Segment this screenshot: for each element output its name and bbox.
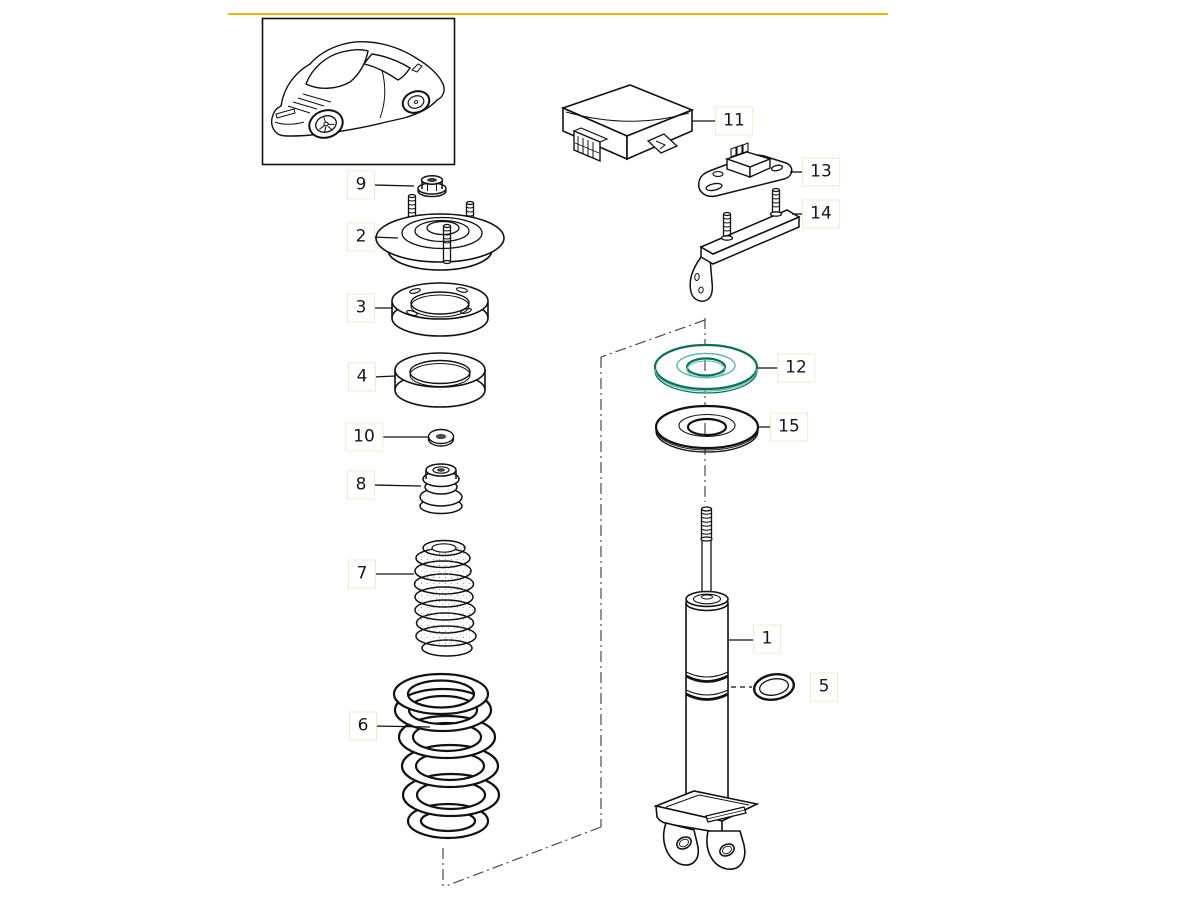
callout-label-4[interactable]: 4 [348, 362, 376, 392]
callout-label-13[interactable]: 13 [802, 157, 840, 187]
callout-label-10[interactable]: 10 [345, 422, 383, 452]
strut-mount-drawing[interactable] [375, 193, 505, 271]
sensor-drawing[interactable] [697, 142, 793, 198]
o-ring-drawing[interactable] [752, 671, 796, 703]
shock-absorber-drawing[interactable] [653, 506, 760, 870]
control-unit-drawing[interactable] [560, 84, 695, 163]
vehicle-thumbnail [261, 17, 456, 166]
callout-label-12[interactable]: 12 [777, 353, 815, 383]
bellows-drawing[interactable] [413, 539, 477, 657]
callout-label-5[interactable]: 5 [810, 672, 838, 702]
bump-stop-drawing[interactable] [419, 463, 463, 515]
callout-label-11[interactable]: 11 [715, 106, 753, 136]
callout-label-6[interactable]: 6 [349, 711, 377, 741]
callout-label-7[interactable]: 7 [348, 559, 376, 589]
callout-label-2[interactable]: 2 [347, 222, 375, 252]
spacer-ring-drawing[interactable] [391, 282, 489, 337]
leader-lines [371, 120, 806, 728]
callout-label-14[interactable]: 14 [802, 199, 840, 229]
rubber-ring-drawing[interactable] [394, 352, 486, 408]
callout-label-8[interactable]: 8 [347, 470, 375, 500]
callout-label-1[interactable]: 1 [753, 624, 781, 654]
coil-spring-drawing[interactable] [392, 672, 501, 840]
callout-label-9[interactable]: 9 [347, 170, 375, 200]
accent-rule [228, 13, 888, 15]
highlighted-washer-drawing[interactable] [653, 343, 759, 394]
callout-label-3[interactable]: 3 [347, 293, 375, 323]
plain-washer-drawing[interactable] [654, 404, 760, 453]
callout-label-15[interactable]: 15 [770, 412, 808, 442]
bracket-drawing[interactable] [689, 187, 801, 302]
small-washer-drawing[interactable] [427, 428, 455, 447]
flange-nut-drawing[interactable] [417, 175, 447, 198]
